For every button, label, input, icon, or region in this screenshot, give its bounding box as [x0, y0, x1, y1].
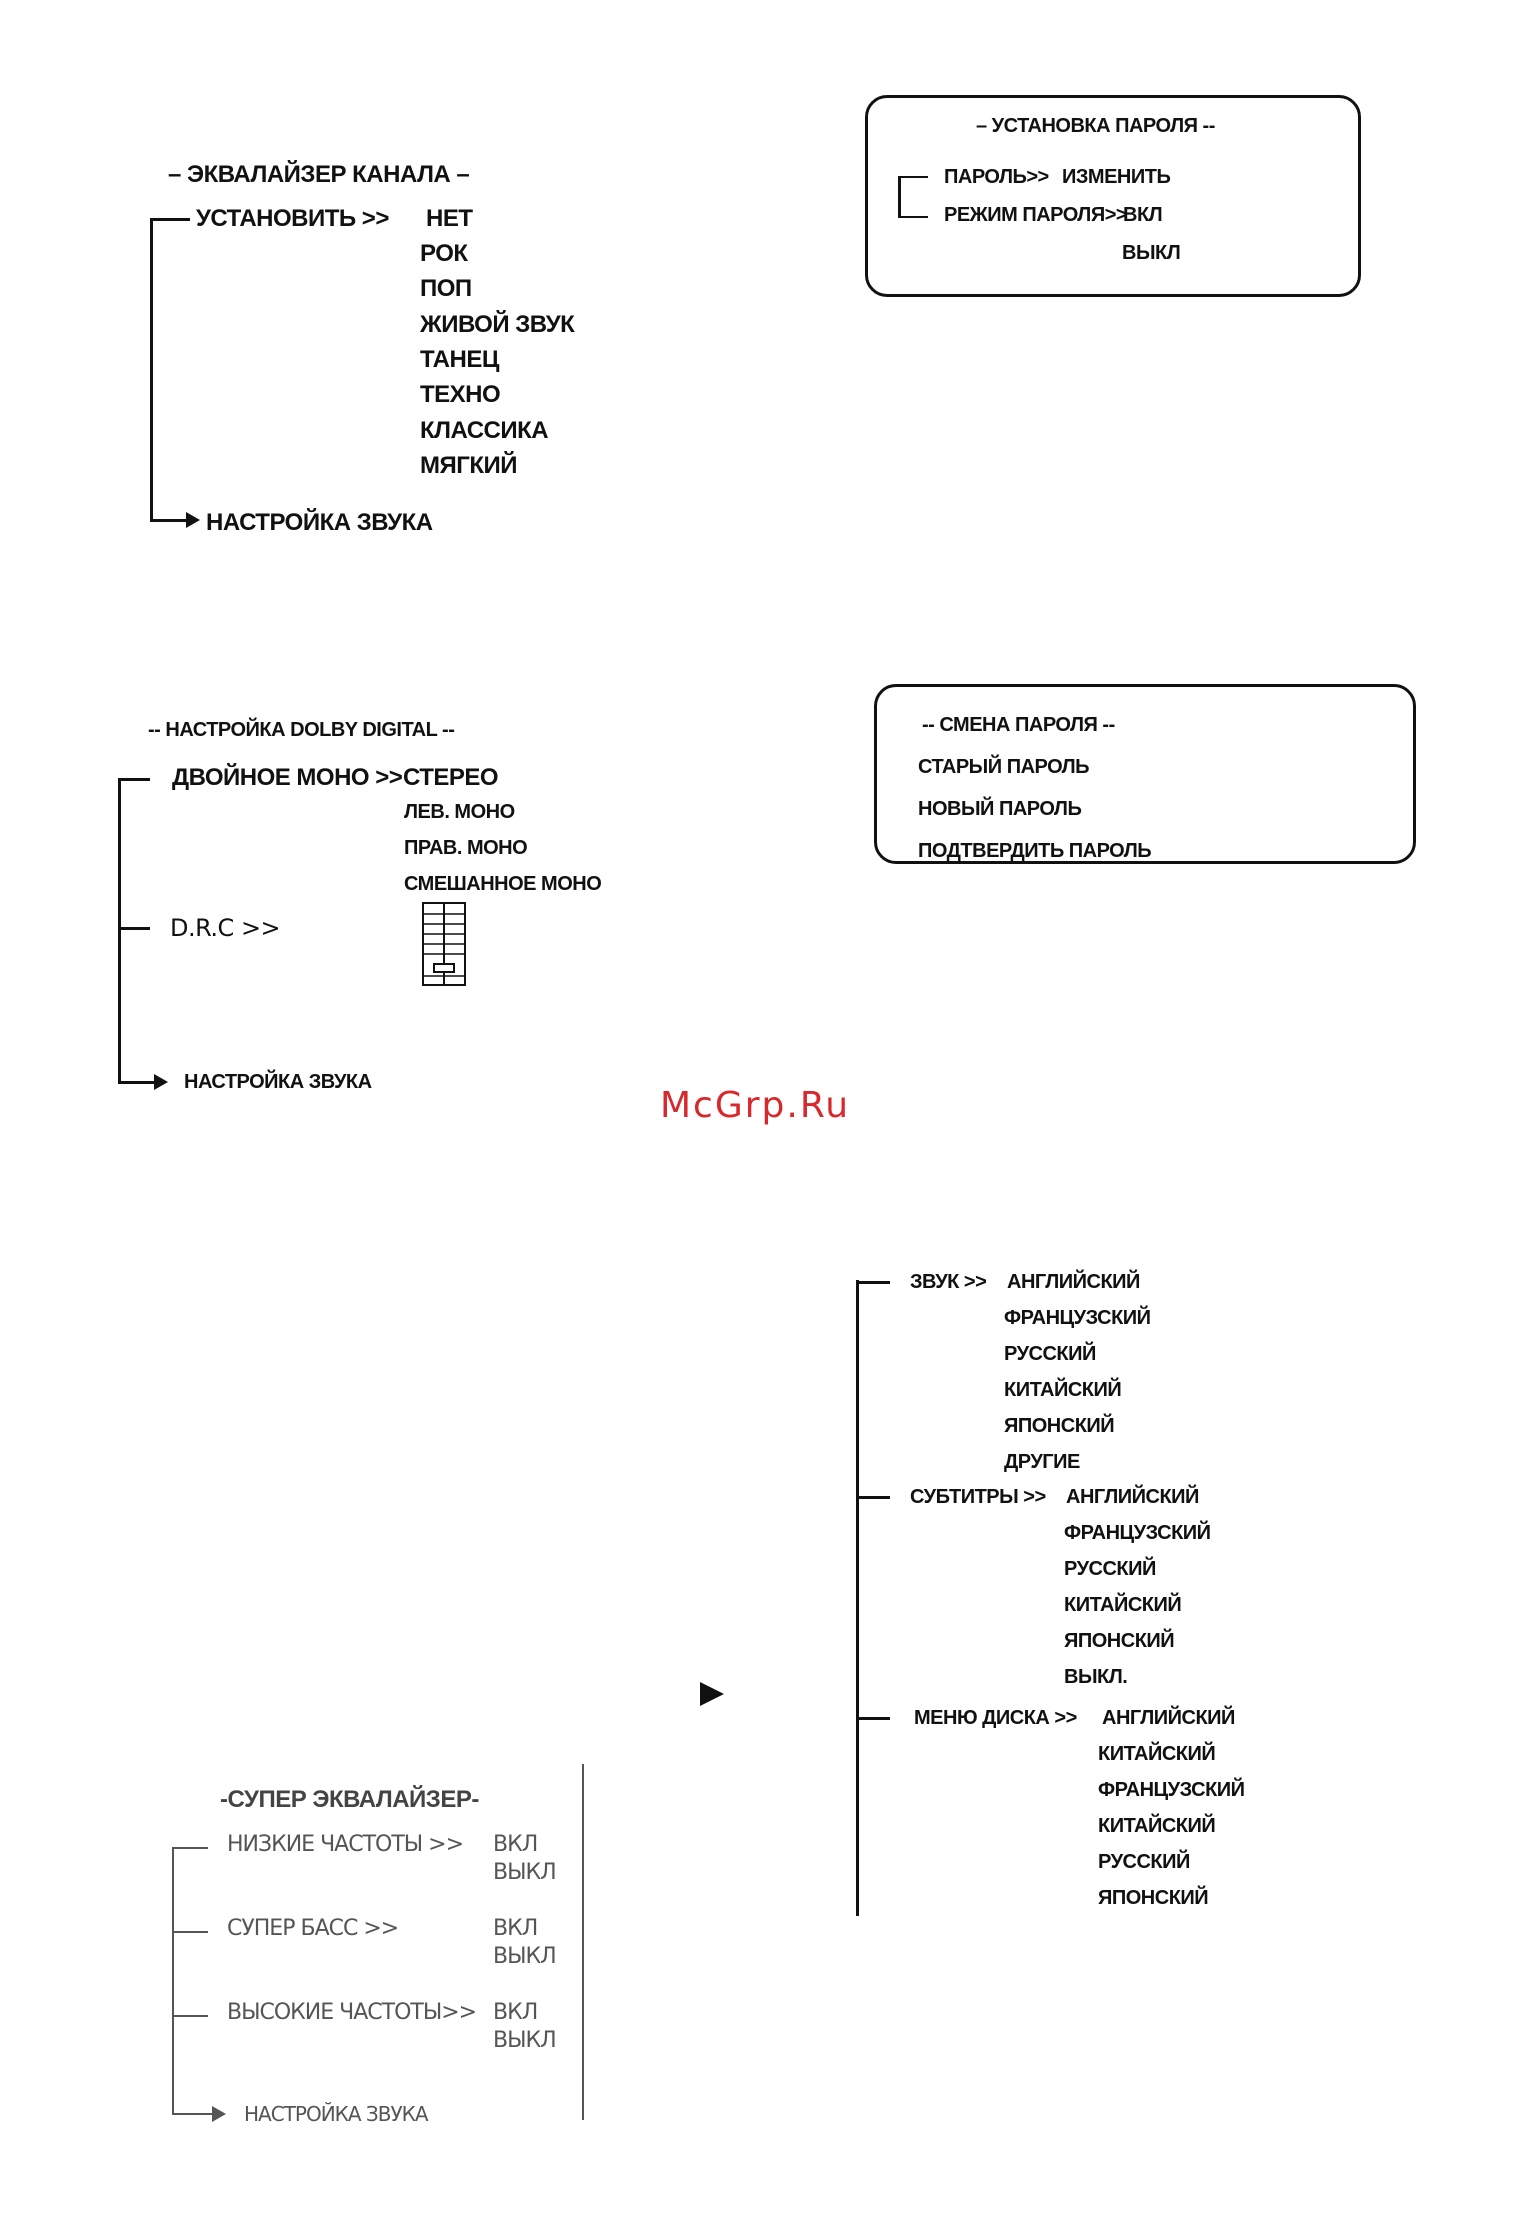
password-setup-box: – УСТАНОВКА ПАРОЛЯ -- ПАРОЛЬ>> ИЗМЕНИТЬ …: [865, 95, 1361, 297]
audio-language-option[interactable]: ЯПОНСКИЙ: [1004, 1415, 1115, 1437]
subtitle-language-option[interactable]: ФРАНЦУЗСКИЙ: [1064, 1522, 1211, 1544]
watermark: McGrp.Ru: [660, 1085, 851, 1126]
super-eq-high-off[interactable]: ВЫКЛ: [493, 2028, 557, 2053]
super-eq-tree-line: [172, 1847, 174, 2115]
dolby-dual-mono-option[interactable]: ЛЕВ. МОНО: [404, 801, 515, 823]
super-eq-bass-branch: [172, 1931, 208, 1933]
arrow-right-icon: [212, 2106, 226, 2122]
channel-eq-option[interactable]: ТЕХНО: [420, 381, 501, 408]
arrow-right-icon: [186, 512, 200, 528]
subtitle-language-label[interactable]: СУБТИТРЫ >>: [910, 1486, 1046, 1508]
password-mode-off[interactable]: ВЫКЛ: [1122, 242, 1181, 264]
audio-language-option[interactable]: КИТАЙСКИЙ: [1004, 1379, 1122, 1401]
language-disc-menu-branch: [856, 1717, 890, 1720]
drc-slider-icon[interactable]: [422, 902, 468, 988]
subtitle-language-option[interactable]: КИТАЙСКИЙ: [1064, 1594, 1182, 1616]
dolby-tree-branch: [118, 778, 150, 781]
password-setup-bracket-bottom: [898, 216, 928, 218]
super-eq-divider: [582, 1764, 584, 2120]
disc-menu-language-option[interactable]: ФРАНЦУЗСКИЙ: [1098, 1779, 1245, 1801]
audio-language-option[interactable]: ФРАНЦУЗСКИЙ: [1004, 1307, 1151, 1329]
super-eq-title: -СУПЕР ЭКВАЛАЙЗЕР-: [220, 1786, 479, 1813]
dolby-dual-mono-option[interactable]: СМЕШАННОЕ МОНО: [404, 873, 602, 895]
channel-eq-sound-settings[interactable]: НАСТРОЙКА ЗВУКА: [206, 509, 433, 536]
audio-language-option[interactable]: РУССКИЙ: [1004, 1343, 1096, 1365]
new-password-label[interactable]: НОВЫЙ ПАРОЛЬ: [918, 798, 1082, 820]
subtitle-language-option[interactable]: РУССКИЙ: [1064, 1558, 1156, 1580]
confirm-password-label[interactable]: ПОДТВЕРДИТЬ ПАРОЛЬ: [918, 840, 1152, 862]
audio-language-option[interactable]: ДРУГИЕ: [1004, 1451, 1080, 1473]
channel-eq-arrow-line: [150, 519, 190, 522]
channel-eq-option[interactable]: МЯГКИЙ: [420, 452, 518, 479]
password-mode-label[interactable]: РЕЖИМ ПАРОЛЯ>>: [944, 204, 1128, 226]
dolby-sound-settings[interactable]: НАСТРОЙКА ЗВУКА: [184, 1071, 372, 1093]
super-eq-high-label[interactable]: ВЫСОКИЕ ЧАСТОТЫ>>: [227, 2000, 477, 2025]
subtitle-language-option[interactable]: АНГЛИЙСКИЙ: [1066, 1486, 1199, 1508]
pointer-arrow-icon: [700, 1682, 724, 1706]
subtitle-language-option[interactable]: ВЫКЛ.: [1064, 1666, 1128, 1688]
channel-eq-option[interactable]: ТАНЕЦ: [420, 346, 499, 373]
dolby-drc-branch: [118, 927, 150, 930]
channel-eq-set-label[interactable]: УСТАНОВИТЬ >>: [196, 205, 389, 232]
super-eq-bass-on[interactable]: ВКЛ: [493, 1916, 538, 1941]
dolby-arrow-line: [118, 1081, 158, 1084]
password-setup-bracket: [898, 176, 901, 218]
channel-eq-option[interactable]: ЖИВОЙ ЗВУК: [420, 311, 575, 338]
channel-eq-option[interactable]: КЛАССИКА: [420, 417, 549, 444]
dolby-tree-line: [118, 778, 121, 1084]
audio-language-option[interactable]: АНГЛИЙСКИЙ: [1007, 1271, 1140, 1293]
channel-eq-option[interactable]: ПОП: [420, 275, 472, 302]
disc-menu-language-option[interactable]: АНГЛИЙСКИЙ: [1102, 1707, 1235, 1729]
super-eq-bass-off[interactable]: ВЫКЛ: [493, 1944, 557, 1969]
super-eq-high-on[interactable]: ВКЛ: [493, 2000, 538, 2025]
subtitle-language-option[interactable]: ЯПОНСКИЙ: [1064, 1630, 1175, 1652]
super-eq-low-label[interactable]: НИЗКИЕ ЧАСТОТЫ >>: [227, 1832, 464, 1857]
super-eq-sound-settings[interactable]: НАСТРОЙКА ЗВУКА: [244, 2102, 429, 2126]
password-change-box: -- СМЕНА ПАРОЛЯ -- СТАРЫЙ ПАРОЛЬ НОВЫЙ П…: [874, 684, 1416, 864]
channel-eq-tree-line: [150, 218, 153, 522]
dolby-dual-mono-option[interactable]: ПРАВ. МОНО: [404, 837, 528, 859]
language-subtitle-branch: [856, 1496, 890, 1499]
disc-menu-language-option[interactable]: КИТАЙСКИЙ: [1098, 1815, 1216, 1837]
super-eq-bass-label[interactable]: СУПЕР БАСС >>: [227, 1916, 399, 1941]
channel-eq-tree-branch: [150, 218, 190, 221]
dolby-drc-label[interactable]: D.R.C >>: [170, 914, 281, 942]
super-eq-high-branch: [172, 2015, 208, 2017]
disc-menu-language-option[interactable]: КИТАЙСКИЙ: [1098, 1743, 1216, 1765]
language-tree-line: [856, 1280, 859, 1916]
super-eq-low-off[interactable]: ВЫКЛ: [493, 1860, 557, 1885]
audio-language-label[interactable]: ЗВУК >>: [910, 1271, 987, 1293]
password-mode-on[interactable]: ВКЛ: [1123, 204, 1163, 226]
super-eq-low-on[interactable]: ВКЛ: [493, 1832, 538, 1857]
dolby-dual-mono-option[interactable]: СТЕРЕО: [403, 764, 499, 791]
channel-eq-title: – ЭКВАЛАЙЗЕР КАНАЛА –: [168, 161, 470, 188]
channel-eq-option[interactable]: РОК: [420, 240, 468, 267]
channel-eq-option[interactable]: НЕТ: [426, 205, 473, 232]
super-eq-arrow-line: [172, 2113, 216, 2115]
super-eq-low-branch: [172, 1847, 208, 1849]
disc-menu-language-option[interactable]: ЯПОНСКИЙ: [1098, 1887, 1209, 1909]
old-password-label[interactable]: СТАРЫЙ ПАРОЛЬ: [918, 756, 1090, 778]
dolby-dual-mono-label[interactable]: ДВОЙНОЕ МОНО >>: [172, 764, 403, 791]
password-label[interactable]: ПАРОЛЬ>>: [944, 166, 1049, 188]
language-audio-branch: [856, 1281, 890, 1284]
disc-menu-language-label[interactable]: МЕНЮ ДИСКА >>: [914, 1707, 1077, 1729]
disc-menu-language-option[interactable]: РУССКИЙ: [1098, 1851, 1190, 1873]
password-setup-title: – УСТАНОВКА ПАРОЛЯ --: [976, 115, 1215, 137]
password-change-title: -- СМЕНА ПАРОЛЯ --: [922, 714, 1115, 736]
dolby-title: -- НАСТРОЙКА DOLBY DIGITAL --: [148, 719, 455, 741]
password-change-option[interactable]: ИЗМЕНИТЬ: [1062, 166, 1171, 188]
password-setup-bracket-top: [898, 176, 928, 178]
arrow-right-icon: [154, 1074, 168, 1090]
